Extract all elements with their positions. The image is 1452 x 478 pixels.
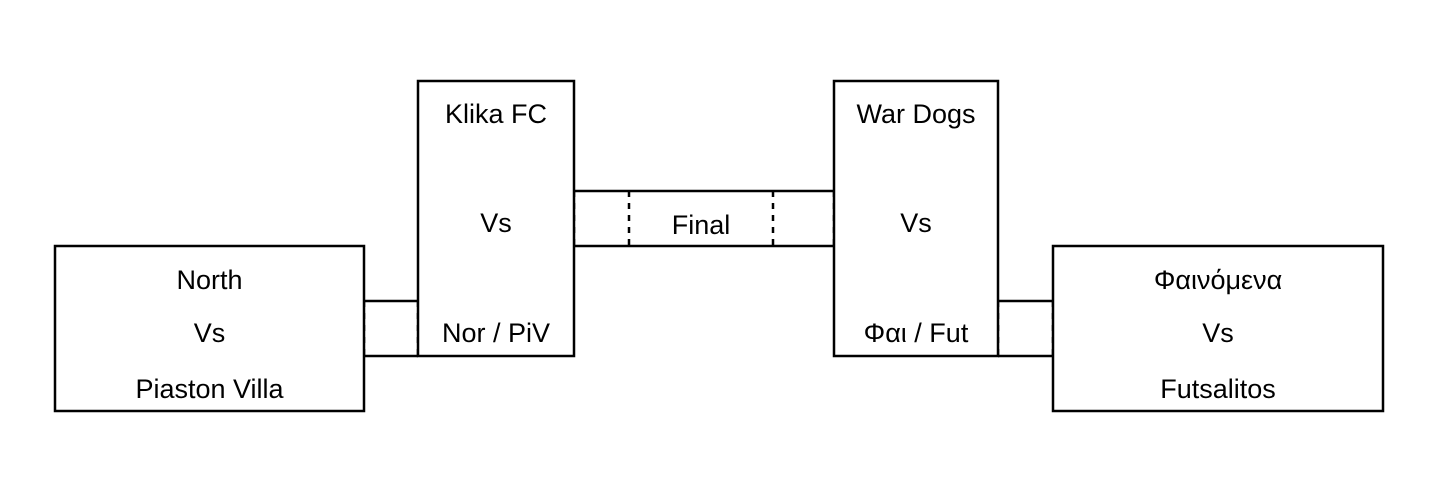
connector-right-outer xyxy=(996,299,1055,358)
team-piaston-villa: Piaston Villa xyxy=(135,374,284,404)
match-box-right-middle: War Dogs Vs Φαι / Fut xyxy=(832,79,1000,358)
team-north: North xyxy=(176,265,242,295)
winner-code-nor-piv: Nor / PiV xyxy=(442,318,550,348)
team-klika-fc: Klika FC xyxy=(445,99,547,129)
winner-code-fai-fut: Φαι / Fut xyxy=(864,318,969,348)
match-box-right: Φαινόμενα Vs Futsalitos xyxy=(1051,244,1385,413)
team-war-dogs: War Dogs xyxy=(856,99,975,129)
match-box-left-middle: Klika FC Vs Nor / PiV xyxy=(416,79,576,358)
match-box-right-middle-frame xyxy=(832,79,1000,358)
vs-label: Vs xyxy=(194,318,226,348)
vs-label: Vs xyxy=(480,208,512,238)
match-box-left: North Vs Piaston Villa xyxy=(53,244,366,413)
connector-left-outer xyxy=(362,299,420,358)
final-label: Final xyxy=(672,210,731,240)
team-fainomena: Φαινόμενα xyxy=(1154,265,1282,295)
match-box-left-frame xyxy=(53,244,366,413)
team-futsalitos: Futsalitos xyxy=(1160,374,1276,404)
vs-label: Vs xyxy=(1202,318,1234,348)
match-box-left-middle-frame xyxy=(416,79,576,358)
match-box-right-frame xyxy=(1051,244,1385,413)
vs-label: Vs xyxy=(900,208,932,238)
